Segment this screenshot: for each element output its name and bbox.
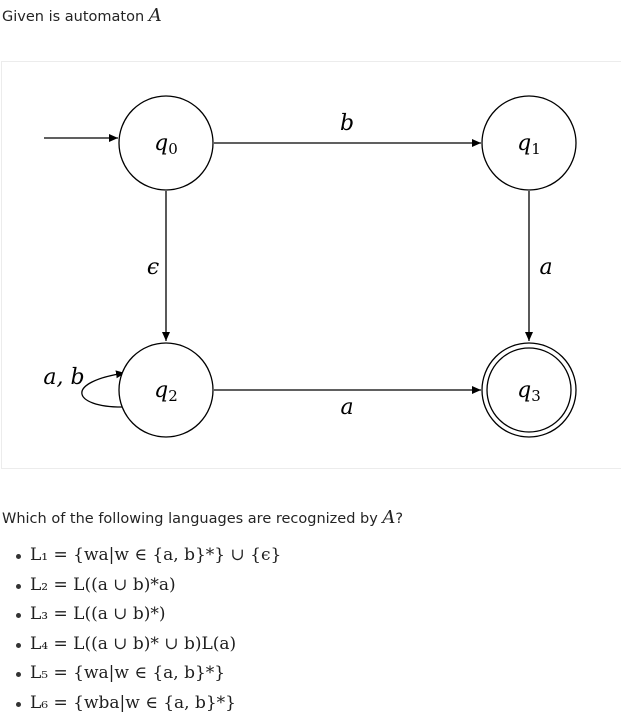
language-item-l1: L₁ = {wa|w ∈ {a, b}*} ∪ {ϵ} bbox=[14, 541, 281, 571]
language-item-l6: L₆ = {wba|w ∈ {a, b}*} bbox=[14, 689, 281, 718]
question-text: Which of the following languages are rec… bbox=[2, 507, 403, 528]
language-item-l3: L₃ = L((a ∪ b)*) bbox=[14, 600, 281, 630]
intro-sentence: Given is automaton bbox=[2, 9, 145, 25]
intro-text: Given is automaton A bbox=[2, 5, 162, 26]
svg-text:q2: q2 bbox=[154, 378, 178, 405]
automaton-symbol: A bbox=[148, 5, 162, 26]
automaton-diagram: b ϵ a a a, b q0 q1 q2 q3 bbox=[1, 61, 621, 469]
svg-text:q0: q0 bbox=[154, 131, 178, 158]
edge-label-q2-q3: a bbox=[340, 395, 353, 420]
question-mark: ? bbox=[395, 511, 404, 527]
state-q1: q1 bbox=[481, 95, 577, 191]
language-item-l4: L₄ = L((a ∪ b)* ∪ b)L(a) bbox=[14, 630, 281, 660]
svg-text:q3: q3 bbox=[517, 378, 541, 405]
language-item-l5: L₅ = {wa|w ∈ {a, b}*} bbox=[14, 659, 281, 689]
state-q3-accepting: q3 bbox=[481, 342, 577, 438]
language-item-l2: L₂ = L((a ∪ b)*a) bbox=[14, 571, 281, 601]
language-list: L₁ = {wa|w ∈ {a, b}*} ∪ {ϵ} L₂ = L((a ∪ … bbox=[0, 541, 281, 718]
edge-q2-self-loop bbox=[81, 370, 126, 408]
edge-label-q2-self: a, b bbox=[43, 365, 84, 390]
state-q0: q0 bbox=[118, 95, 214, 191]
edge-label-q0-q1: b bbox=[340, 111, 354, 136]
edge-label-q0-q2: ϵ bbox=[147, 255, 159, 280]
state-q2: q2 bbox=[118, 342, 214, 438]
question-sentence: Which of the following languages are rec… bbox=[2, 511, 378, 527]
edge-label-q1-q3: a bbox=[539, 255, 552, 280]
question-symbol: A bbox=[382, 507, 396, 528]
svg-text:q1: q1 bbox=[517, 131, 541, 158]
automaton-svg: b ϵ a a a, b q0 q1 q2 q3 bbox=[43, 95, 577, 438]
